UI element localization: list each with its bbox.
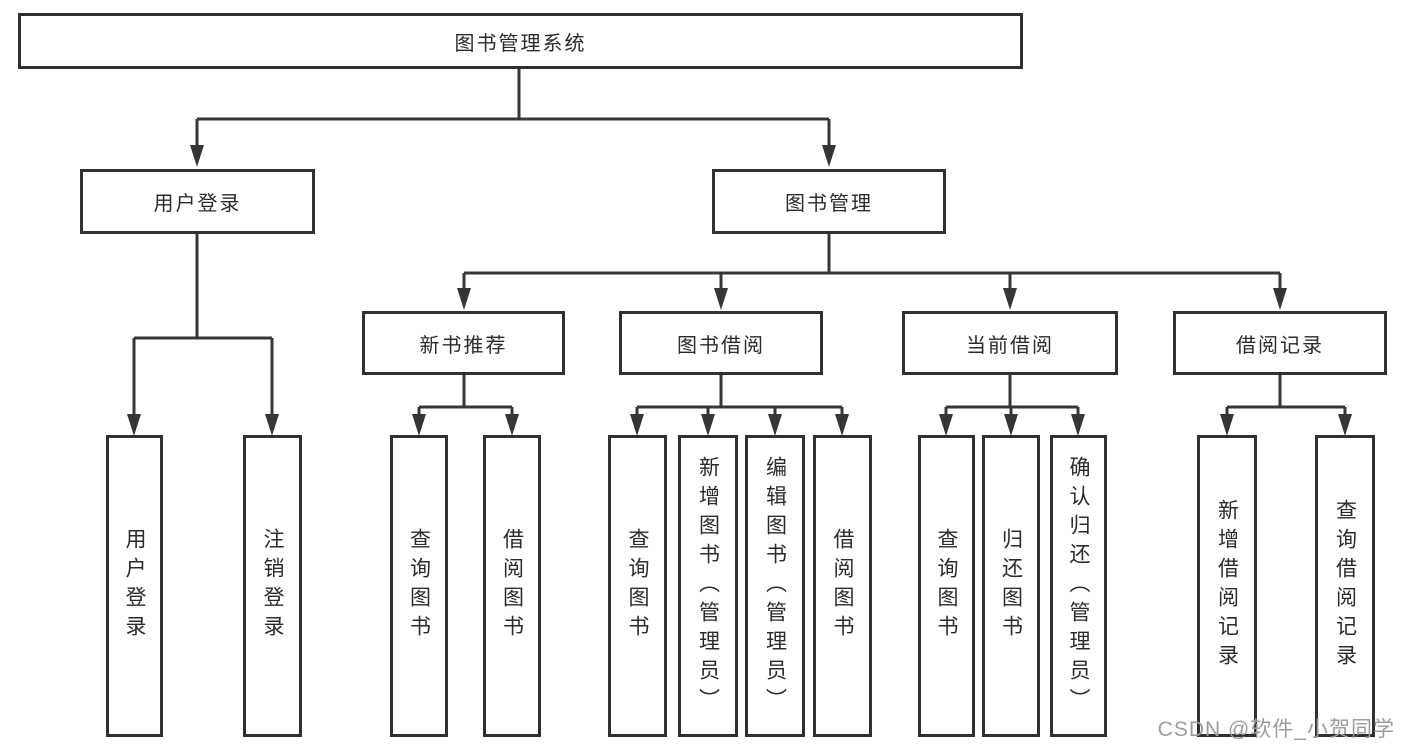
leaf-query-books-recommend: 查询图书	[390, 435, 448, 737]
node-book-borrowing: 图书借阅	[619, 311, 823, 375]
node-book-management: 图书管理	[712, 169, 946, 234]
node-borrowing-records: 借阅记录	[1173, 311, 1387, 375]
leaf-query-books-borrowing: 查询图书	[608, 435, 667, 737]
node-system-root: 图书管理系统	[18, 13, 1023, 69]
leaf-add-book-admin: 新增图书（管理员）	[678, 435, 738, 737]
leaf-logout: 注销登录	[243, 435, 302, 737]
leaf-borrow-books-borrowing: 借阅图书	[813, 435, 872, 737]
leaf-return-books: 归还图书	[982, 435, 1040, 737]
node-new-book-recommendation: 新书推荐	[362, 311, 565, 375]
watermark: CSDN @软件_小贺同学	[1157, 718, 1395, 741]
node-user-login: 用户登录	[80, 169, 315, 234]
leaf-query-books-current: 查询图书	[918, 435, 975, 737]
leaf-user-login: 用户登录	[106, 435, 163, 737]
leaf-edit-book-admin: 编辑图书（管理员）	[745, 435, 805, 737]
leaf-borrow-books-recommend: 借阅图书	[483, 435, 541, 737]
leaf-query-borrow-record: 查询借阅记录	[1315, 435, 1375, 737]
leaf-add-borrow-record: 新增借阅记录	[1197, 435, 1257, 737]
node-current-borrowing: 当前借阅	[902, 311, 1118, 375]
leaf-confirm-return-admin: 确认归还（管理员）	[1050, 435, 1107, 737]
